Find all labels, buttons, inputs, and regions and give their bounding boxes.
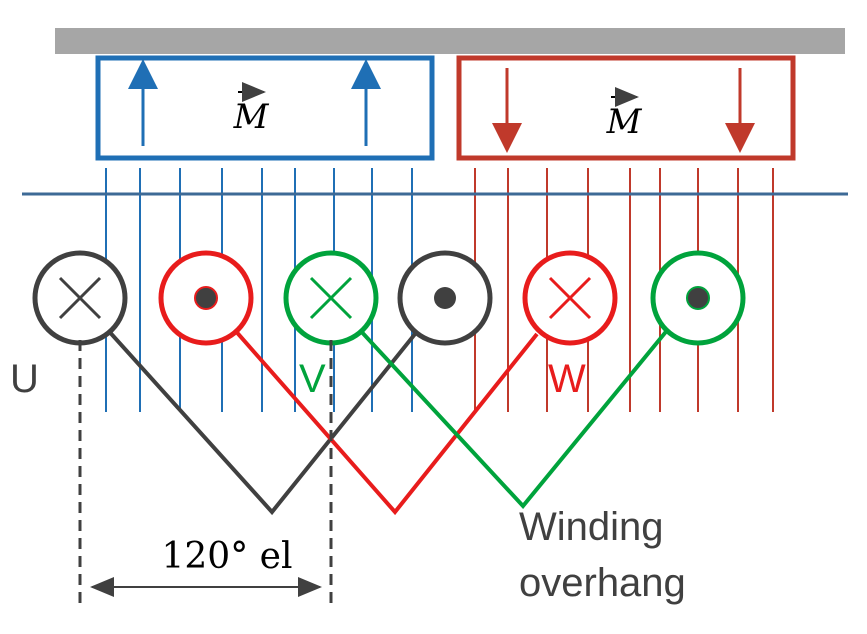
angle-label: 120° el — [162, 536, 293, 577]
phase-label-v: V — [299, 357, 326, 401]
magnet-north: M — [95, 55, 435, 161]
winding-v — [356, 326, 671, 510]
dot-icon — [434, 287, 456, 309]
cross-icon — [309, 276, 353, 320]
phase-label-w: W — [548, 357, 586, 401]
dot-icon — [194, 286, 218, 310]
winding-overhang — [104, 326, 671, 516]
conductors — [32, 250, 746, 346]
magnet-label: M — [606, 102, 643, 142]
winding-label-line1: Winding — [519, 505, 664, 549]
magnet-south: M — [456, 55, 796, 161]
cross-icon — [58, 276, 102, 320]
dot-icon — [686, 286, 710, 310]
winding-w — [231, 326, 539, 516]
pitch-dimension: 120° el — [78, 340, 333, 610]
conductor-u-out — [397, 250, 493, 346]
conductor-w-out — [158, 250, 254, 346]
phase-label-u: U — [10, 357, 39, 401]
winding-u — [104, 326, 417, 516]
conductor-v-into — [283, 250, 379, 346]
rotor-yoke — [55, 28, 845, 54]
cross-icon — [548, 276, 592, 320]
conductor-u-into — [32, 250, 128, 346]
winding-label-line2: overhang — [519, 561, 686, 605]
magnet-label: M — [233, 97, 270, 137]
conductor-w-into — [522, 250, 618, 346]
conductor-v-out — [650, 250, 746, 346]
